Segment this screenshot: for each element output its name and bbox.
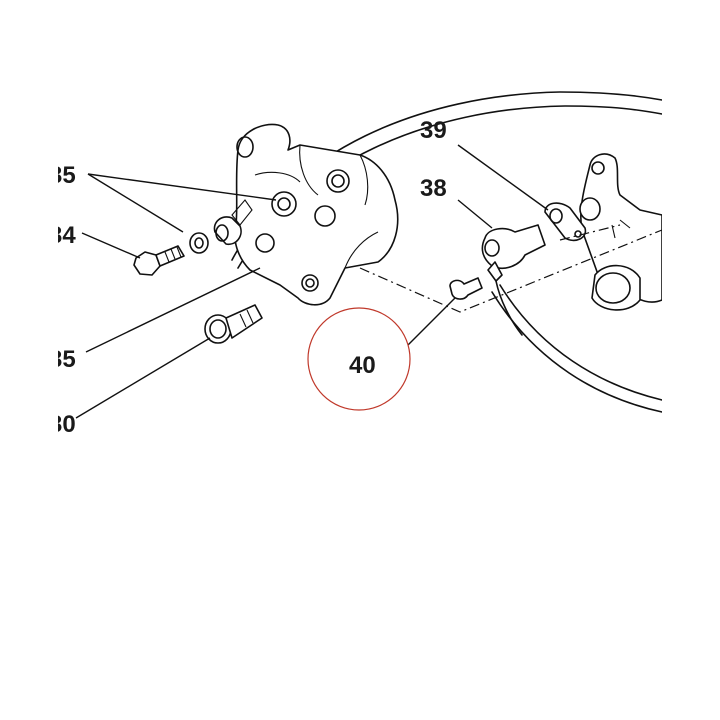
screw-40 <box>449 277 483 300</box>
left-edge-mask <box>0 0 58 720</box>
bolt-34 <box>133 245 185 276</box>
caliper-body <box>213 123 399 306</box>
callout-39: 39 <box>420 117 447 144</box>
right-edge-crop <box>662 0 720 720</box>
sensor-38 <box>481 224 546 336</box>
frame-lug <box>579 153 663 311</box>
highlight-circle <box>307 307 411 411</box>
leader-lines <box>75 144 549 419</box>
bolt-30 <box>204 304 263 344</box>
callout-38: 38 <box>420 175 447 202</box>
callout-40: 40 <box>349 352 376 379</box>
gasket-39 <box>544 202 587 242</box>
washer-part <box>189 232 209 254</box>
assembly-axis-lines <box>359 224 663 313</box>
